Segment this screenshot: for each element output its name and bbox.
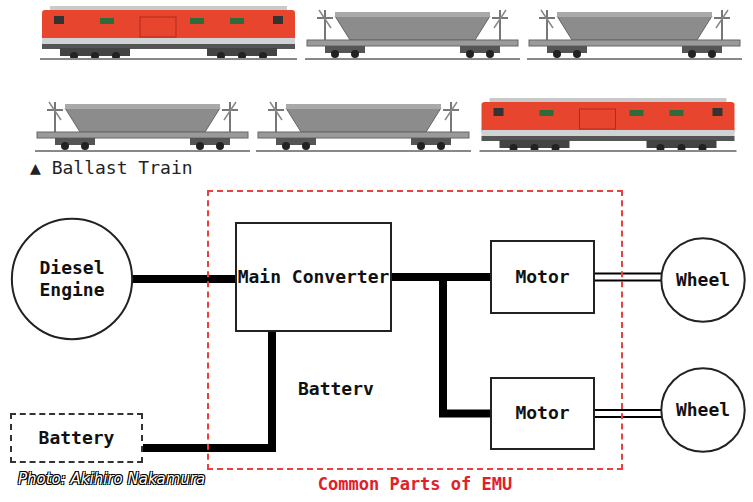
train-caption: ▲ Ballast Train <box>30 157 193 178</box>
engine-circle: Diesel Engine <box>10 217 134 341</box>
motor-box: Motor <box>490 377 595 450</box>
shaft-line <box>595 274 661 281</box>
connector-stroke <box>392 277 490 414</box>
emu-region: Common Parts of EMUMain ConverterMotorMo… <box>207 190 623 470</box>
node-label: Diesel Engine <box>22 257 122 302</box>
connector-stroke <box>595 416 661 418</box>
node-label: Wheel <box>676 399 730 422</box>
region-heading: Common Parts of EMU <box>209 474 621 495</box>
wheel-circle: Wheel <box>660 237 746 323</box>
connector-stroke <box>595 409 661 411</box>
wheel-circle: Wheel <box>660 367 746 453</box>
node-label: Main Converter <box>238 266 390 289</box>
train-illustration <box>0 0 753 170</box>
motor-box: Motor <box>490 240 595 314</box>
power-line <box>133 279 235 280</box>
connector-stroke <box>133 275 235 283</box>
battery-line-label: Batterv <box>298 378 374 399</box>
connector-stroke <box>595 273 661 275</box>
converter-box: Main Converter <box>235 222 392 332</box>
node-label: Battery <box>39 427 115 450</box>
photo-credit: Photo: Akihiro Nakamura <box>18 470 205 488</box>
connector-stroke <box>595 280 661 282</box>
power-line <box>392 277 490 414</box>
node-label: Wheel <box>676 269 730 292</box>
shaft-line <box>595 410 661 417</box>
node-label: Motor <box>515 266 569 289</box>
node-label: Motor <box>515 402 569 425</box>
battery-box: Battery <box>10 413 143 463</box>
